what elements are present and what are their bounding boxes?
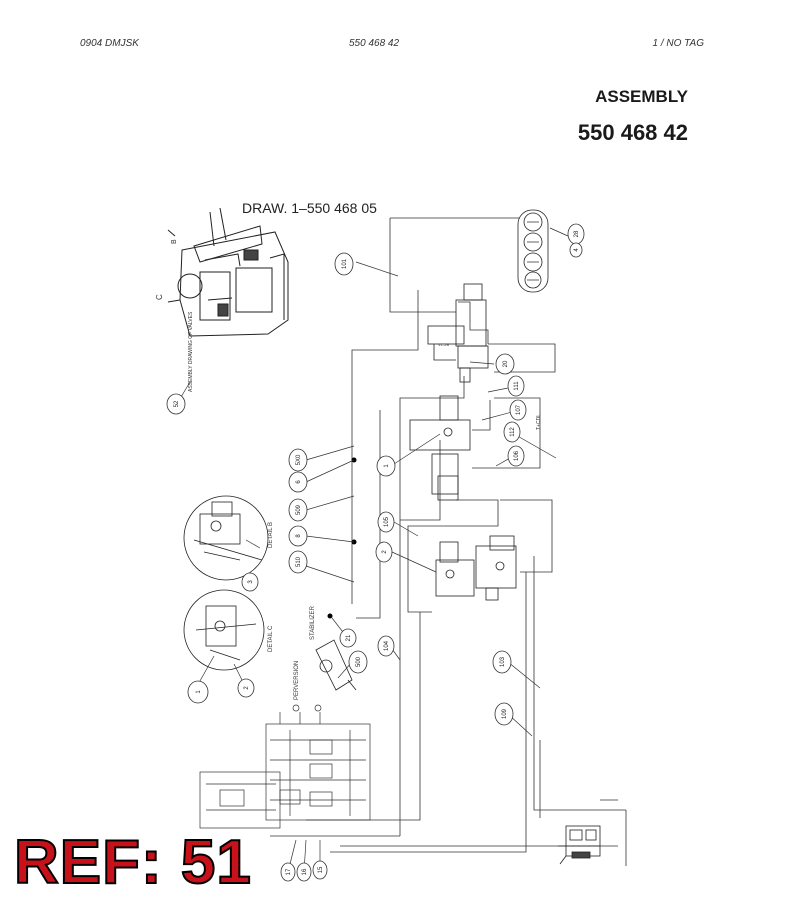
balloon-label-8: 8 <box>296 534 302 538</box>
balloon-label-107: 107 <box>516 404 522 415</box>
balloon-109 <box>494 702 514 726</box>
balloon-label-112: 112 <box>510 427 516 437</box>
balloon-3 <box>241 572 259 592</box>
balloon-500 <box>348 650 368 674</box>
hydraulic-circuit <box>199 704 371 829</box>
balloon-label-1b: 1 <box>196 690 202 694</box>
gauge-cluster <box>517 209 549 293</box>
balloon-15 <box>312 860 328 880</box>
view-c-label: C <box>155 294 164 300</box>
balloon-510 <box>288 550 308 574</box>
stabilizer-label: STABILIZER <box>310 605 316 640</box>
balloon-2b <box>237 678 255 698</box>
detail-b-label: DETAIL B <box>268 522 274 548</box>
balloon-1b <box>187 680 209 704</box>
balloon-20 <box>495 353 515 375</box>
balloon-17 <box>280 862 296 882</box>
balloon-label-2b: 2 <box>244 686 250 690</box>
balloon-16 <box>296 862 312 882</box>
balloon-label-510: 510 <box>296 556 302 567</box>
detail-c-view <box>183 589 265 671</box>
valve-block-upper <box>409 283 489 501</box>
balloon-label-1a: 1 <box>384 464 390 468</box>
balloon-8 <box>288 525 308 547</box>
valve-code-label: VL-2B <box>438 342 449 347</box>
assembly-number: 550 468 42 <box>577 120 688 145</box>
bottom-right-component <box>558 825 601 865</box>
balloon-112 <box>503 421 521 443</box>
machine-illustration <box>167 207 289 337</box>
valve-block-lower <box>435 535 517 601</box>
balloon-label-15: 15 <box>318 866 324 873</box>
balloon-21 <box>339 628 357 648</box>
balloon-label-106: 106 <box>514 450 520 461</box>
balloon-1a <box>376 455 396 477</box>
balloon-label-105: 105 <box>384 516 390 527</box>
balloon-104 <box>377 635 395 657</box>
balloon-2a <box>375 541 393 563</box>
balloon-label-4: 4 <box>574 248 580 252</box>
balloon-label-500: 500 <box>356 656 362 667</box>
assembly-title: ASSEMBLY <box>595 87 688 106</box>
balloon-label-2a: 2 <box>382 550 388 554</box>
balloon-105 <box>377 511 395 533</box>
view-b-label: B <box>171 239 178 244</box>
balloon-label-17: 17 <box>286 868 292 875</box>
balloon-markers <box>166 223 585 882</box>
balloon-label-101: 101 <box>342 258 348 269</box>
perversion-label: PERVERSION <box>294 661 300 700</box>
reference-stamp: REF: 51 <box>13 828 252 897</box>
balloon-52 <box>166 393 186 415</box>
stabilizer-valve <box>315 639 357 691</box>
header-doc-code: 0904 DMJSK <box>80 38 139 49</box>
balloon-509 <box>288 498 308 522</box>
piping-lines <box>270 217 627 866</box>
balloon-label-5X0: 5X0 <box>296 454 302 465</box>
balloon-5X0 <box>288 448 308 472</box>
balloon-label-21: 21 <box>346 634 352 641</box>
balloon-label-109: 109 <box>502 708 508 719</box>
balloon-label-3: 3 <box>248 580 254 584</box>
balloon-label-509: 509 <box>296 504 302 515</box>
balloon-label-28: 28 <box>574 230 580 237</box>
balloon-label-111: 111 <box>514 381 520 391</box>
balloon-label-6: 6 <box>296 480 302 484</box>
balloon-6 <box>288 471 308 493</box>
balloon-label-16: 16 <box>302 868 308 875</box>
detail-c-label: DETAIL C <box>268 625 274 652</box>
balloon-107 <box>509 399 527 421</box>
balloon-111 <box>507 375 525 397</box>
balloon-103 <box>492 650 512 674</box>
drawing-reference: DRAW. 1–550 468 05 <box>242 200 377 216</box>
balloon-label-20: 20 <box>503 360 509 367</box>
header-part-number: 550 468 42 <box>349 38 400 49</box>
balloon-label-104: 104 <box>384 640 390 651</box>
balloon-label-103: 103 <box>500 656 506 667</box>
balloon-101 <box>334 252 354 276</box>
assembly-note-label: ASSEMBLY DRAWING OF VALVES <box>188 311 194 392</box>
balloon-106 <box>507 445 525 467</box>
balloon-4 <box>569 242 583 258</box>
leader-lines <box>177 227 569 873</box>
detail-b-view <box>183 495 269 581</box>
header-page-tag: 1 / NO TAG <box>652 38 705 49</box>
tcdl-label: T+CDL <box>536 414 542 430</box>
balloon-label-52: 52 <box>174 400 180 407</box>
